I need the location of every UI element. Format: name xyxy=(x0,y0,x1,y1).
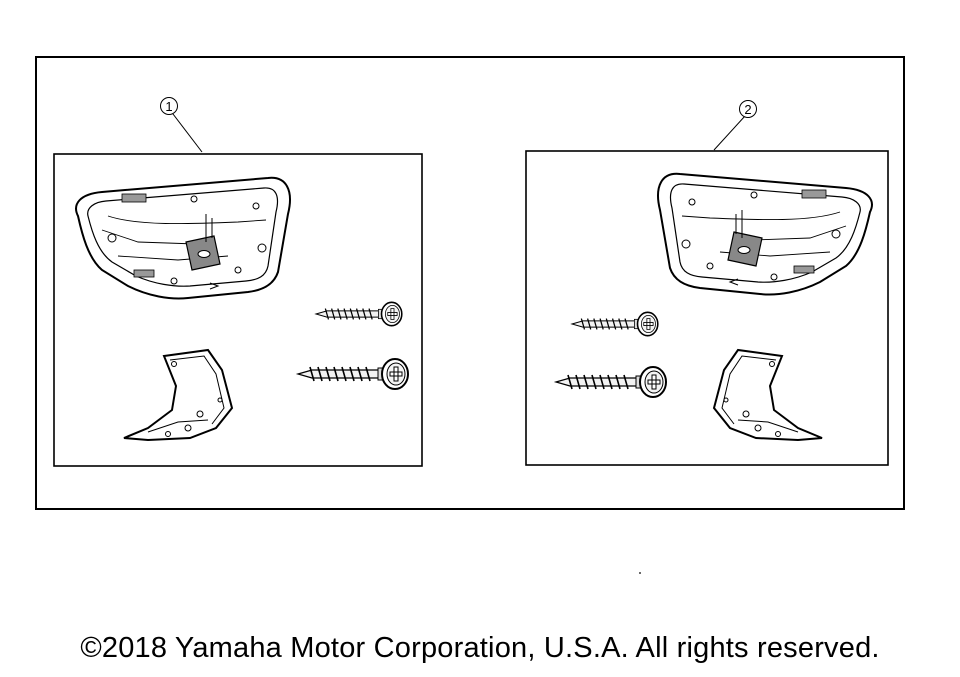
screw-short-right xyxy=(571,311,659,337)
screw-long-right xyxy=(555,366,667,398)
callout-leader-1 xyxy=(172,113,203,153)
side-cover-right xyxy=(657,172,873,296)
outer-frame xyxy=(35,56,905,510)
part-group-1: 1 xyxy=(53,97,423,467)
side-cover-left xyxy=(75,176,291,300)
bracket-left xyxy=(123,349,233,441)
callout-circle-1 xyxy=(160,97,178,115)
parts-diagram: 1 2 xyxy=(35,56,905,574)
copyright-notice: ©2018 Yamaha Motor Corporation, U.S.A. A… xyxy=(80,632,880,664)
callout-leader-2 xyxy=(713,115,746,151)
screw-long-left xyxy=(297,358,409,390)
callout-number-2: 2 xyxy=(744,102,751,117)
stray-dot xyxy=(639,572,641,574)
part-box-1 xyxy=(53,153,423,467)
callout-number-1: 1 xyxy=(165,99,172,114)
part-box-2 xyxy=(525,150,889,466)
bracket-right xyxy=(713,349,823,441)
callout-circle-2 xyxy=(739,100,757,118)
screw-short-left xyxy=(315,301,403,327)
part-group-2: 2 xyxy=(525,100,889,466)
